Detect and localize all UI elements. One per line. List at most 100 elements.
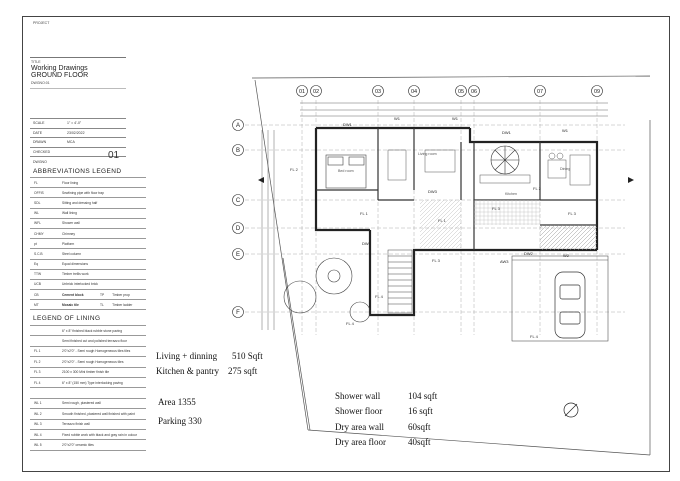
room-name: Bed room bbox=[338, 169, 354, 173]
site-boundary bbox=[251, 75, 651, 456]
hatched-floor-area bbox=[420, 200, 461, 248]
car bbox=[554, 271, 586, 339]
grid-col-label: 04 bbox=[411, 89, 417, 95]
title-divider bbox=[30, 57, 126, 58]
room-tag: FL 1 bbox=[438, 218, 447, 223]
room-name: Kitchen bbox=[505, 192, 517, 196]
abbr-desc: Mosaic tile bbox=[60, 299, 98, 311]
grid-row-label: F bbox=[236, 310, 240, 316]
north-arrow-icon bbox=[563, 402, 579, 418]
section-markers bbox=[258, 177, 634, 183]
tiled-floor-area bbox=[474, 200, 540, 225]
hatched-floor-area bbox=[540, 225, 597, 250]
grid-row-label: C bbox=[236, 198, 241, 204]
grid-col-label: 02 bbox=[313, 89, 319, 95]
note-shower-floor-label: Shower floor bbox=[335, 406, 383, 416]
note-dry-wall-value: 60sqft bbox=[408, 422, 431, 432]
drawing-title: Working Drawings bbox=[31, 65, 88, 72]
meta-value: 1" = 4'-0" bbox=[64, 118, 126, 129]
room-tag: FL 4 bbox=[346, 321, 355, 326]
bed bbox=[325, 154, 367, 189]
abbreviations-heading: ABBREVIATIONS LEGEND bbox=[33, 168, 122, 175]
window-tag: W2 bbox=[563, 253, 570, 258]
door-tag: DW3 bbox=[428, 189, 438, 194]
sheet-number: 01 bbox=[108, 150, 120, 161]
note-parking: Parking 330 bbox=[158, 416, 202, 426]
window-tag: AW3 bbox=[500, 259, 509, 264]
meta-value bbox=[64, 156, 126, 166]
grid-bubbles-left bbox=[232, 119, 244, 318]
abbr-code: TL bbox=[97, 299, 111, 311]
note-shower-wall-value: 104 sqft bbox=[408, 391, 438, 401]
room-tag: FL 4 bbox=[375, 294, 384, 299]
note-area: Area 1355 bbox=[158, 397, 196, 407]
note-shower-floor-value: 16 sqft bbox=[408, 406, 433, 416]
meta-key: CHECKED bbox=[30, 146, 64, 157]
room-name: Living room bbox=[418, 152, 437, 156]
drawing-number: DWGNO:01 bbox=[31, 81, 50, 85]
grid-bubbles-top bbox=[296, 85, 603, 97]
room-tag: FL 4 bbox=[530, 334, 539, 339]
lining-desc: 2'0"x2'0" ceramic tiles bbox=[60, 439, 146, 451]
meta-value bbox=[64, 146, 126, 157]
note-dry-floor-value: 40sqft bbox=[408, 437, 431, 447]
meta-key: DRAWN bbox=[30, 137, 64, 148]
room-name: Dining bbox=[560, 167, 570, 171]
room-tag: FL 3 bbox=[492, 206, 501, 211]
dimension-lines bbox=[261, 102, 608, 330]
note-dry-wall-label: Dry area wall bbox=[335, 422, 384, 432]
room-tag: FL 3 bbox=[568, 211, 577, 216]
lining-table: 6" x 8" finished black rubble stone pavi… bbox=[30, 324, 146, 451]
drawing-sheet-border bbox=[22, 16, 670, 472]
title-subtitle: TITLE bbox=[31, 60, 41, 64]
grid-col-label: 05 bbox=[458, 89, 464, 95]
trees bbox=[283, 257, 371, 323]
grid-col-label: 07 bbox=[537, 89, 543, 95]
note-kitchen-value: 275 sqft bbox=[228, 366, 258, 376]
meta-value: MCA bbox=[64, 137, 126, 148]
door-tag: DW2 bbox=[524, 251, 534, 256]
grid-row-label: A bbox=[236, 123, 240, 129]
note-living-label: Living + dinning bbox=[156, 351, 218, 361]
project-label: PROJECT bbox=[33, 21, 50, 25]
note-dry-floor-label: Dry area floor bbox=[335, 437, 386, 447]
room-tag: FL 2 bbox=[533, 186, 542, 191]
door-tag: DW1 bbox=[502, 130, 512, 135]
grid-col-label: 03 bbox=[375, 89, 381, 95]
note-living-value: 510 Sqft bbox=[232, 351, 263, 361]
meta-key: SCALE bbox=[30, 118, 64, 129]
meta-key: DWGNO bbox=[30, 156, 64, 166]
meta-value: 23/02/2022 bbox=[64, 127, 126, 138]
meta-row: DWGNO bbox=[30, 156, 126, 166]
lining-code: WL 5 bbox=[30, 439, 60, 451]
note-kitchen-label: Kitchen & pantry bbox=[156, 366, 219, 376]
note-shower-wall-label: Shower wall bbox=[335, 391, 381, 401]
grid-col-label: 01 bbox=[299, 89, 305, 95]
door-tag: DW1 bbox=[343, 122, 353, 127]
meta-key: DATE bbox=[30, 127, 64, 138]
room-tag: FL 3 bbox=[432, 258, 441, 263]
abbr-code: MT bbox=[30, 299, 60, 311]
room-tag: FL 2 bbox=[290, 167, 299, 172]
window-tag: W1 bbox=[394, 116, 401, 121]
door-tag: DW4 bbox=[362, 241, 372, 246]
window-tag: W1 bbox=[562, 128, 569, 133]
grid-row-label: E bbox=[236, 252, 240, 258]
window-tag: W1 bbox=[452, 116, 459, 121]
grid-col-label: 06 bbox=[471, 89, 477, 95]
grid-row-label: B bbox=[236, 148, 240, 154]
meta-row: CHECKED bbox=[30, 146, 126, 157]
parking-bay bbox=[511, 255, 609, 342]
abbr-desc: Timber ladder bbox=[110, 299, 146, 311]
furniture bbox=[387, 149, 591, 186]
grid-row-label: D bbox=[236, 226, 241, 232]
room-tag: FL 1 bbox=[360, 211, 369, 216]
grid-col-label: 09 bbox=[594, 89, 600, 95]
